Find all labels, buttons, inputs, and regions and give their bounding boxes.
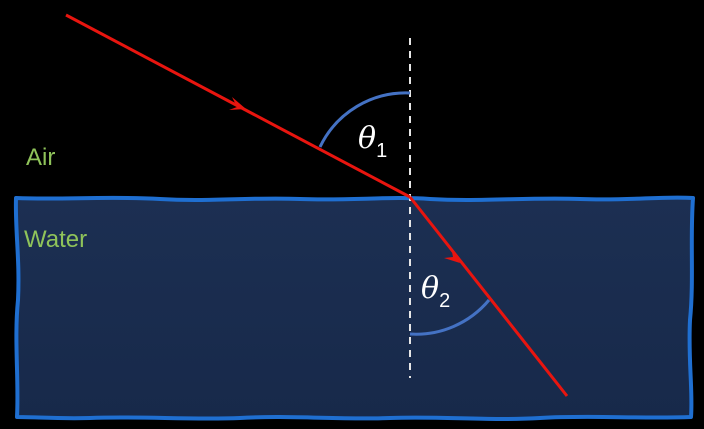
incident-ray-arrowhead	[229, 97, 246, 110]
refracted-angle-subscript: 2	[439, 290, 450, 312]
refracted-angle-arc	[409, 299, 491, 336]
incident-angle-symbol: θ	[358, 121, 376, 156]
refracted-angle-label: θ2	[421, 271, 450, 312]
water-label: Water	[24, 226, 87, 253]
incident-angle-label: θ1	[358, 121, 387, 162]
water-body	[13, 195, 695, 421]
incident-angle-subscript: 1	[376, 140, 387, 162]
incident-angle-arc	[318, 91, 411, 148]
air-label: Air	[26, 144, 55, 171]
refracted-angle-symbol: θ	[421, 271, 439, 306]
refracted-ray-arrowhead	[444, 247, 460, 263]
refracted-ray	[408, 196, 569, 397]
